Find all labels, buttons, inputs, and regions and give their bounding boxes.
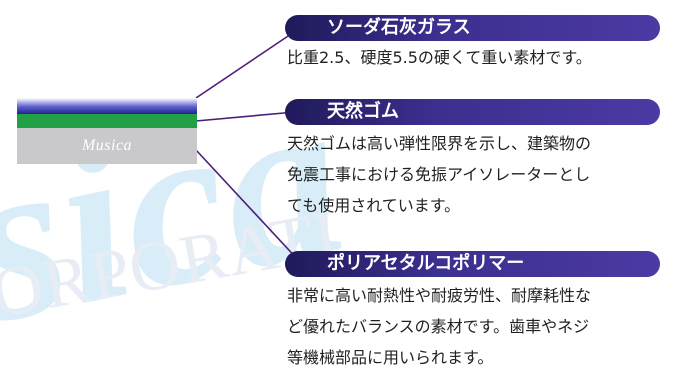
connector-line-rubber (195, 111, 296, 122)
connector-line-glass (195, 27, 301, 99)
title-polyacetal-copolymer: ポリアセタルコポリマー (285, 251, 660, 277)
desc-line: 比重2.5、硬度5.5の硬くて重い素材です。 (287, 48, 592, 67)
sample-layer-polyacetal: Musica (17, 128, 197, 164)
desc-line: 免震工事における免振アイソレーターとし (287, 165, 591, 184)
desc-line: 天然ゴムは高い弾性限界を示し、建築物の (287, 134, 592, 153)
sample-logo: Musica (81, 137, 133, 154)
connector-line-polyacetal (195, 149, 301, 263)
title-natural-rubber-text: 天然ゴム (327, 101, 399, 122)
title-soda-lime-glass: ソーダ石灰ガラス (285, 15, 660, 41)
title-natural-rubber: 天然ゴム (285, 99, 660, 125)
desc-soda-lime-glass: 比重2.5、硬度5.5の硬くて重い素材です。 (287, 42, 657, 73)
sample-layer-rubber (17, 114, 197, 128)
desc-line: 非常に高い耐熱性や耐疲労性、耐摩耗性な (287, 286, 592, 305)
desc-natural-rubber: 天然ゴムは高い弾性限界を示し、建築物の 免震工事における免振アイソレーターとし … (287, 128, 657, 221)
title-soda-lime-glass-text: ソーダ石灰ガラス (327, 17, 471, 38)
desc-line: 等機械部品に用いられます。 (287, 348, 494, 367)
desc-line: ど優れたバランスの素材です。歯車やネジ (287, 317, 590, 336)
desc-polyacetal-copolymer: 非常に高い耐熱性や耐疲労性、耐摩耗性な ど優れたバランスの素材です。歯車やネジ … (287, 280, 657, 373)
title-polyacetal-copolymer-text: ポリアセタルコポリマー (327, 253, 525, 274)
sample-layer-glass (17, 98, 197, 114)
material-sample: Musica (17, 98, 197, 164)
desc-line: ても使用されています。 (287, 196, 461, 215)
